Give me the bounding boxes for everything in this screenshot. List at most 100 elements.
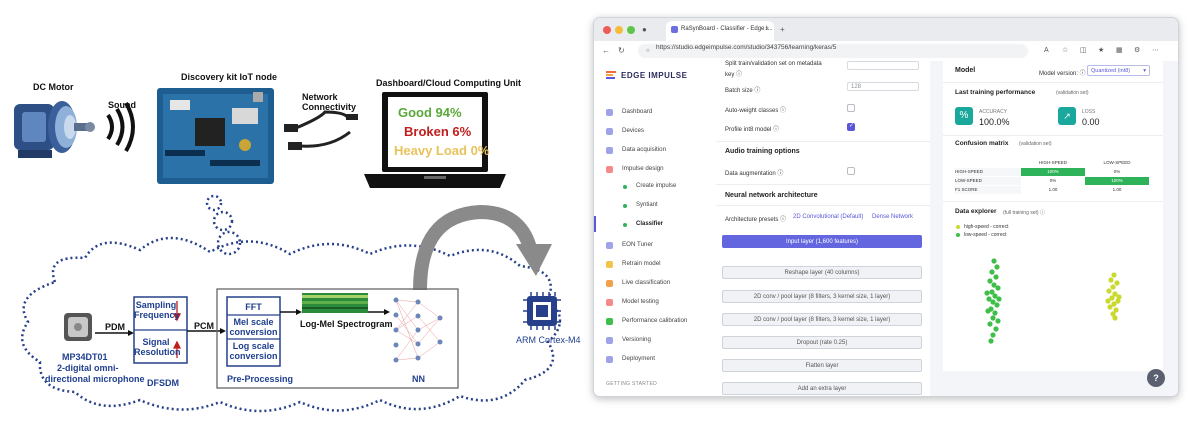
close-window-button[interactable] xyxy=(603,26,611,34)
mic-label-line2: 2-digital omni- xyxy=(57,363,119,373)
deploy-arrow xyxy=(413,204,552,291)
profile-icon[interactable]: ● xyxy=(642,25,647,34)
preset-2d-conv-link[interactable]: 2D Convolutional (Default) xyxy=(793,214,864,220)
sidebar-item-dashboard[interactable]: Dashboard xyxy=(622,108,653,115)
close-tab-icon[interactable]: × xyxy=(765,26,770,33)
dropout-layer-button[interactable]: Dropout (rate 0.25) xyxy=(722,336,922,349)
audio-options-title: Audio training options xyxy=(725,148,800,155)
reshape-layer-button[interactable]: Reshape layer (40 columns) xyxy=(722,266,922,279)
model-testing-icon xyxy=(606,299,613,306)
sidebar-item-model-testing[interactable]: Model testing xyxy=(622,298,659,305)
extensions-icon[interactable]: ⚙ xyxy=(1134,47,1141,54)
new-tab-icon[interactable]: + xyxy=(780,25,785,34)
high-speed-points xyxy=(1105,272,1122,321)
read-aloud-icon[interactable]: A xyxy=(1044,47,1049,54)
discovery-kit-board-icon xyxy=(157,88,274,184)
sidebar-item-data-acquisition[interactable]: Data acquisition xyxy=(622,146,667,153)
profile-int8-checkbox[interactable]: ✓ xyxy=(847,123,855,131)
sidebar-item-versioning[interactable]: Versioning xyxy=(622,336,651,343)
cm-cell: 1.00 xyxy=(1085,186,1149,194)
split-screen-icon[interactable]: ◫ xyxy=(1080,47,1087,54)
dc-motor-label: DC Motor xyxy=(33,82,74,92)
sidebar-item-live-classification[interactable]: Live classification xyxy=(622,279,671,286)
tab-strip: ● RaSynBoard - Classifier - Edge I... × … xyxy=(594,18,1178,41)
reload-icon[interactable]: ↻ xyxy=(618,46,625,55)
divider xyxy=(943,82,1163,83)
network-cable-icon xyxy=(284,110,358,150)
cm-cell: 0% xyxy=(1085,168,1149,176)
sidebar-item-syntiant[interactable]: Syntiant xyxy=(636,202,658,208)
arm-chip-icon xyxy=(523,292,561,330)
data-explorer-scatter xyxy=(984,258,1122,344)
back-icon[interactable]: ← xyxy=(602,46,610,55)
menu-icon[interactable]: ⋯ xyxy=(1152,47,1159,54)
dfsdm-label: DFSDM xyxy=(147,378,179,388)
input-layer-button[interactable]: Input layer (1,600 features) xyxy=(722,235,922,248)
sidebar-item-classifier[interactable]: Classifier xyxy=(636,221,664,227)
accuracy-label: ACCURACY xyxy=(979,109,1008,115)
cloud-outline xyxy=(20,236,562,413)
maximize-window-button[interactable] xyxy=(627,26,635,34)
divider xyxy=(716,205,930,206)
model-panel: Model Model version: ⓘ Quantized (int8) … xyxy=(943,61,1163,371)
divider xyxy=(943,135,1163,136)
sidebar-item-performance-calibration[interactable]: Performance calibration xyxy=(622,317,688,324)
address-field[interactable] xyxy=(638,44,1028,58)
log-label-line1: Log scale xyxy=(232,341,275,351)
deployment-icon xyxy=(606,356,613,363)
favorites-icon[interactable]: ★ xyxy=(1098,47,1105,54)
sidebar-item-create-impulse[interactable]: Create impulse xyxy=(636,183,677,189)
neural-network-icon xyxy=(393,297,443,363)
loss-chart-icon: ↗ xyxy=(1058,107,1076,125)
pdm-label: PDM xyxy=(105,322,125,332)
model-version-select[interactable]: Quantized (int8) ▾ xyxy=(1087,65,1150,76)
browser-tab[interactable]: RaSynBoard - Classifier - Edge I... × xyxy=(666,21,774,41)
conv-layer-1-button[interactable]: 2D conv / pool layer (8 filters, 3 kerne… xyxy=(722,290,922,303)
augmentation-checkbox[interactable] xyxy=(847,167,855,175)
sidebar-item-devices[interactable]: Devices xyxy=(622,127,645,134)
split-metadata-input[interactable] xyxy=(847,61,919,70)
augmentation-label: Data augmentation ⓘ xyxy=(725,171,784,177)
network-label-line1: Network xyxy=(302,92,338,102)
cm-col-header: HIGH-SPEED xyxy=(1038,160,1067,165)
cm-col-header: LOW-SPEED xyxy=(1103,160,1131,165)
eon-tuner-icon xyxy=(606,242,613,249)
sound-waves-icon xyxy=(106,101,135,153)
conv-layer-2-button[interactable]: 2D conv / pool layer (8 filters, 3 kerne… xyxy=(722,313,922,326)
flatten-layer-button[interactable]: Flatten layer xyxy=(722,359,922,372)
cm-row-label: F1 SCORE xyxy=(955,186,1021,194)
nn-architecture-title: Neural network architecture xyxy=(725,192,818,199)
batch-size-input[interactable]: 128 xyxy=(847,82,919,91)
log-label-line2: conversion xyxy=(229,351,278,361)
impulse-design-icon xyxy=(606,166,613,173)
lock-icon: ○ xyxy=(646,48,650,54)
sidebar-item-impulse-design[interactable]: Impulse design xyxy=(622,165,664,172)
add-layer-button[interactable]: Add an extra layer xyxy=(722,382,922,395)
retrain-model-icon xyxy=(606,261,613,268)
sidebar-item-deployment[interactable]: Deployment xyxy=(622,355,656,362)
status-heavy: Heavy Load 0% xyxy=(394,143,490,158)
collections-icon[interactable]: ▦ xyxy=(1116,47,1123,54)
auto-weight-checkbox[interactable] xyxy=(847,104,855,112)
preset-dense-link[interactable]: Dense Network xyxy=(872,214,914,220)
sidebar-item-retrain-model[interactable]: Retrain model xyxy=(622,260,661,267)
data-explorer-note: (full training set) ⓘ xyxy=(1003,210,1045,216)
cm-row-label: HIGH-SPEED xyxy=(955,168,1021,176)
network-label-line2: Connectivity xyxy=(302,102,357,112)
divider xyxy=(943,201,1163,202)
versioning-icon xyxy=(606,337,613,344)
minimize-window-button[interactable] xyxy=(615,26,623,34)
nn-label: NN xyxy=(412,374,425,384)
cm-cell: 0% xyxy=(1021,177,1085,185)
sidebar-item-eon-tuner[interactable]: EON Tuner xyxy=(622,241,653,248)
help-button[interactable]: ? xyxy=(1147,369,1165,387)
legend-low-speed: low-speed - correct xyxy=(964,232,1007,238)
sound-label: Sound xyxy=(108,100,136,110)
red-arrows xyxy=(172,301,182,358)
favorite-icon[interactable]: ☆ xyxy=(1062,47,1069,54)
cm-cell: 1.00 xyxy=(1021,186,1085,194)
profile-int8-label: Profile int8 model ⓘ xyxy=(725,127,780,133)
legend-high-speed: high-speed - correct xyxy=(964,224,1009,230)
pcm-label: PCM xyxy=(194,321,214,331)
sampling-label-line2: Frequency xyxy=(134,310,180,320)
